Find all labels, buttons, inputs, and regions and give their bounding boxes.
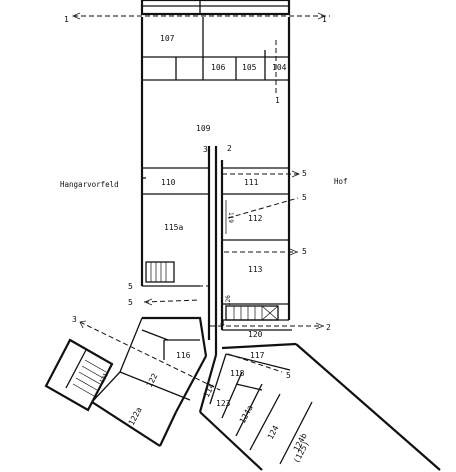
section-2-marker-top: 2 bbox=[227, 144, 232, 153]
section-1-marker-mid: 1 bbox=[275, 96, 280, 105]
room-109-label: 109 bbox=[196, 124, 211, 133]
room-119-label: 119 bbox=[227, 212, 234, 223]
main-building-walls bbox=[140, 17, 292, 331]
room-104-label: 104 bbox=[272, 63, 287, 72]
room-112-label: 112 bbox=[248, 214, 263, 223]
section-4-marker: 4 bbox=[220, 319, 225, 328]
section-5-marker-e: 5 bbox=[128, 298, 133, 307]
section-3-marker-top: 3 bbox=[203, 145, 208, 154]
room-117-label: 117 bbox=[250, 351, 265, 360]
section-5-marker-b: 5 bbox=[302, 193, 307, 202]
room-110-label: 110 bbox=[161, 178, 176, 187]
section-3-marker-left: 3 bbox=[72, 315, 77, 324]
section-1-marker-top-right: 1 bbox=[322, 15, 327, 24]
room-111-label: 111 bbox=[244, 178, 259, 187]
lower-right-wing bbox=[198, 342, 441, 471]
room-115a-label: 115a bbox=[164, 223, 183, 232]
lower-left-wing bbox=[91, 316, 208, 447]
section-line-1-top bbox=[71, 12, 330, 20]
room-113-label: 113 bbox=[248, 265, 263, 274]
central-corridor bbox=[207, 146, 227, 355]
courtyard-label: Hof bbox=[334, 177, 348, 186]
apron-label: Hangarvorfeld bbox=[60, 180, 119, 189]
room-124-label: 124 bbox=[266, 424, 281, 441]
room-124a-label: 124a bbox=[238, 404, 255, 425]
room-121-label: 121 bbox=[99, 372, 110, 385]
room-120-label: 120 bbox=[248, 330, 263, 339]
top-wing-walls bbox=[140, 0, 291, 16]
section-5-marker-a: 5 bbox=[302, 169, 307, 178]
section-1-marker-top-left: 1 bbox=[64, 15, 69, 24]
room-118-label: 118 bbox=[230, 369, 245, 378]
stair-115a bbox=[142, 261, 200, 287]
section-2-marker-right: 2 bbox=[326, 323, 331, 332]
room-106-label: 106 bbox=[211, 63, 226, 72]
room-107-label: 107 bbox=[160, 34, 175, 43]
stair-block-121 bbox=[44, 338, 114, 412]
section-5-marker-d: 5 bbox=[128, 282, 133, 291]
room-122a-label: 122a bbox=[127, 406, 144, 427]
section-lines-2-3 bbox=[79, 40, 325, 391]
room-123-label: 123 bbox=[216, 399, 231, 408]
room-105-label: 105 bbox=[242, 63, 257, 72]
section-5-marker-c: 5 bbox=[302, 247, 307, 256]
section-5-marker-f: 5 bbox=[286, 371, 291, 380]
section-lines-5 bbox=[142, 170, 301, 373]
stair-120 bbox=[225, 305, 279, 321]
room-116-label: 116 bbox=[176, 351, 191, 360]
room-126-label: 126 bbox=[225, 295, 232, 306]
